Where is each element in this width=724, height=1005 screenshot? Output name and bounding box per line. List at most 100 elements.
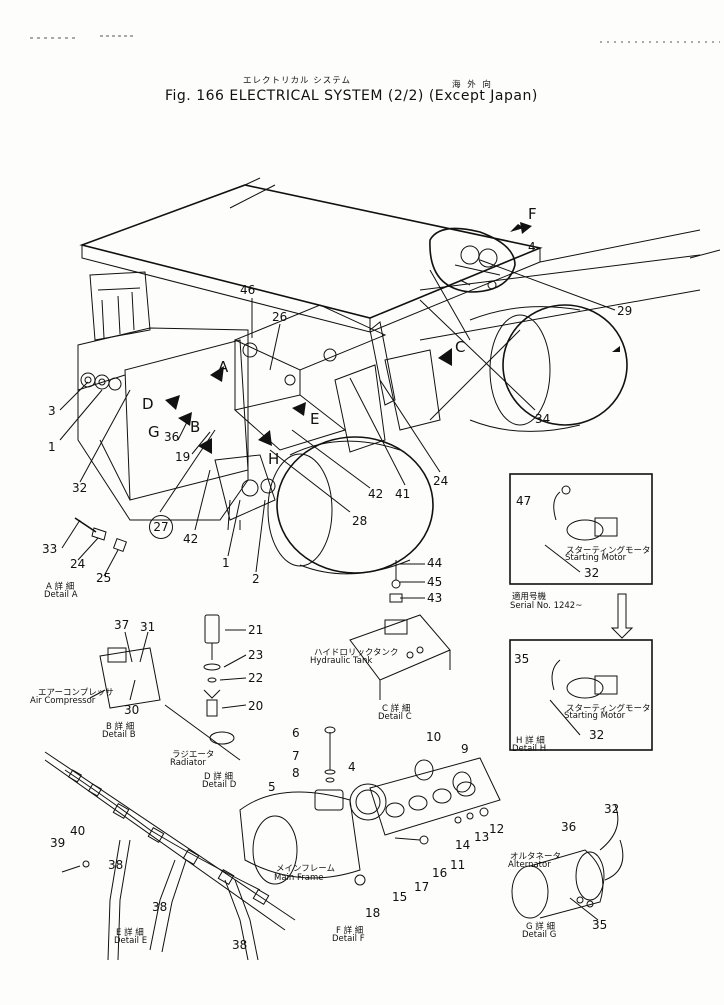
rear-tire bbox=[429, 304, 628, 432]
main-frame-jp: メインフレーム bbox=[276, 864, 335, 874]
part-number-38-b: 38 bbox=[152, 900, 168, 914]
view-label-b: B bbox=[190, 418, 201, 436]
detail-f-drawing bbox=[239, 726, 501, 886]
part-number-27: 27 bbox=[149, 515, 173, 539]
part-number-36-g: 36 bbox=[561, 820, 577, 834]
part-number-41: 41 bbox=[395, 487, 411, 501]
part-number-12: 12 bbox=[489, 822, 505, 836]
hydraulic-tank-jp: ハイドロリックタンク bbox=[314, 648, 399, 658]
detail-h-boxes bbox=[509, 473, 653, 751]
part-number-35-h: 35 bbox=[514, 652, 530, 666]
part-number-32-g: 32 bbox=[604, 802, 620, 816]
air-compressor-jp: エアーコンプレッサ bbox=[38, 688, 114, 698]
part-number-43: 43 bbox=[427, 591, 443, 605]
main-frame-label: Main Frame bbox=[274, 873, 324, 883]
region-jp: 海 外 向 bbox=[452, 80, 493, 90]
detail-a-label: Detail A bbox=[44, 590, 78, 600]
part-number-29: 29 bbox=[617, 304, 633, 318]
serial-label: Serial No. 1242~ bbox=[510, 601, 583, 611]
part-number-42-left: 42 bbox=[183, 532, 199, 546]
part-number-32-h2: 32 bbox=[589, 728, 605, 742]
part-number-38-c: 38 bbox=[232, 938, 248, 952]
alternator-label: Alternator bbox=[508, 860, 551, 870]
part-number-21: 21 bbox=[248, 623, 264, 637]
radiator-label: Radiator bbox=[170, 758, 206, 768]
view-arrows bbox=[165, 222, 620, 454]
part-number-26: 26 bbox=[272, 310, 288, 324]
hydraulic-tank-label: Hydraulic Tank bbox=[310, 656, 373, 666]
part-number-33: 33 bbox=[42, 542, 58, 556]
starting-motor-label-2: Starting Motor bbox=[564, 711, 626, 721]
part-number-4-f: 4 bbox=[348, 760, 356, 774]
detail-b-drawing bbox=[89, 631, 161, 709]
part-number-16: 16 bbox=[432, 866, 448, 880]
page-title: Fig. 166 ELECTRICAL SYSTEM (2/2) (Except… bbox=[165, 88, 538, 104]
part-number-45: 45 bbox=[427, 575, 443, 589]
part-number-22: 22 bbox=[248, 671, 264, 685]
view-label-c: C bbox=[455, 338, 466, 356]
view-label-g: G bbox=[148, 423, 160, 441]
part-number-24-main: 24 bbox=[433, 474, 449, 488]
part-number-19: 19 bbox=[175, 450, 191, 464]
detail-a-drawing bbox=[61, 517, 128, 577]
part-number-17: 17 bbox=[414, 880, 430, 894]
part-number-35-g: 35 bbox=[592, 918, 608, 932]
detail-c-drawing bbox=[349, 560, 451, 700]
part-number-42-right: 42 bbox=[368, 487, 384, 501]
part-number-7: 7 bbox=[292, 749, 300, 763]
part-number-34: 34 bbox=[535, 412, 551, 426]
front-frame bbox=[214, 454, 276, 531]
detail-g-label: Detail G bbox=[522, 930, 557, 940]
part-number-18: 18 bbox=[365, 906, 381, 920]
detail-d-drawing bbox=[164, 614, 247, 761]
part-number-37: 37 bbox=[114, 618, 130, 632]
detail-f-label: Detail F bbox=[332, 934, 365, 944]
starting-motor-label-1: Starting Motor bbox=[565, 553, 627, 563]
part-number-6: 6 bbox=[292, 726, 300, 740]
detail-h-jp: H 詳 細 bbox=[516, 736, 545, 746]
part-number-2: 2 bbox=[252, 572, 260, 586]
detail-e-jp: E 詳 細 bbox=[116, 928, 144, 938]
front-tire bbox=[267, 436, 434, 575]
view-label-f: F bbox=[528, 205, 537, 223]
part-number-4-main: 4 bbox=[528, 240, 536, 254]
serial-jp: 適用号機 bbox=[512, 592, 547, 602]
part-number-30: 30 bbox=[124, 703, 140, 717]
part-number-1-left: 1 bbox=[48, 440, 56, 454]
detail-e-drawing bbox=[44, 751, 296, 961]
detail-a-jp: A 詳 細 bbox=[46, 582, 75, 592]
title-jp: エレクトリカル システム bbox=[243, 76, 351, 86]
detail-c-label: Detail C bbox=[378, 712, 412, 722]
scan-marks bbox=[30, 35, 720, 43]
alternator-jp: オルタネータ bbox=[510, 852, 562, 862]
part-number-40: 40 bbox=[70, 824, 86, 838]
part-number-1-front: 1 bbox=[222, 556, 230, 570]
part-number-24-a: 24 bbox=[70, 557, 86, 571]
part-number-5: 5 bbox=[268, 780, 276, 794]
part-number-28: 28 bbox=[352, 514, 368, 528]
detail-b-label: Detail B bbox=[102, 730, 136, 740]
detail-d-jp: D 詳 細 bbox=[204, 772, 233, 782]
part-number-11: 11 bbox=[450, 858, 466, 872]
part-number-44: 44 bbox=[427, 556, 443, 570]
radiator-jp: ラジエータ bbox=[172, 750, 215, 760]
part-number-10: 10 bbox=[426, 730, 442, 744]
part-number-38-a: 38 bbox=[108, 858, 124, 872]
part-number-47: 47 bbox=[516, 494, 532, 508]
part-number-36-main: 36 bbox=[164, 430, 180, 444]
part-number-3-main: 3 bbox=[48, 404, 56, 418]
detail-c-jp: C 詳 細 bbox=[382, 704, 411, 714]
view-label-e: E bbox=[310, 410, 320, 428]
view-label-h: H bbox=[268, 450, 280, 468]
part-number-32-h1: 32 bbox=[584, 566, 600, 580]
part-number-23: 23 bbox=[248, 648, 264, 662]
part-number-20: 20 bbox=[248, 699, 264, 713]
leader-lines-main bbox=[59, 259, 616, 573]
part-number-46: 46 bbox=[240, 283, 256, 297]
cab-structure bbox=[77, 271, 249, 521]
center-frame bbox=[233, 254, 701, 453]
detail-e-label: Detail E bbox=[114, 936, 148, 946]
detail-g-jp: G 詳 細 bbox=[526, 922, 555, 932]
detail-b-jp: B 詳 細 bbox=[106, 722, 135, 732]
